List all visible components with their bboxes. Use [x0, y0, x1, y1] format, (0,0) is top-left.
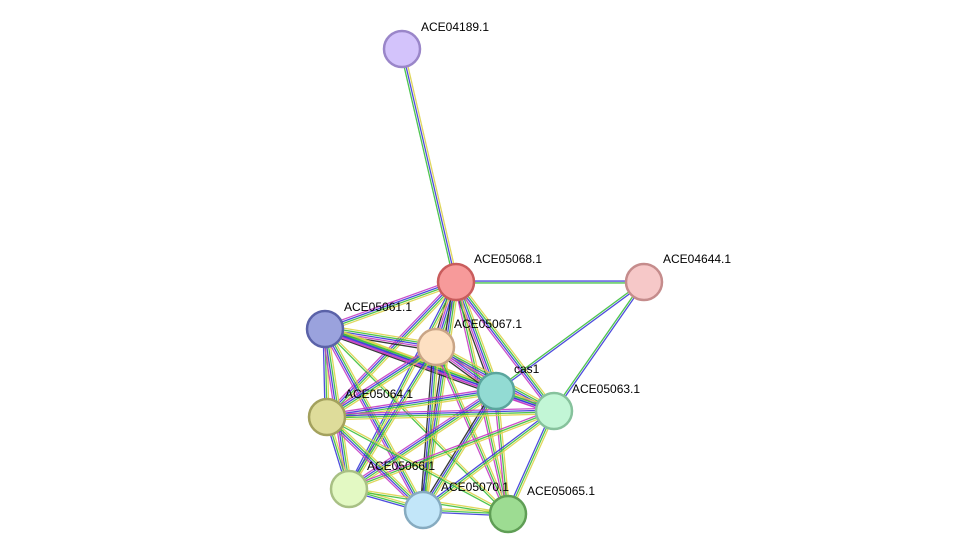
- edge-line: [327, 411, 555, 419]
- edge-line: [421, 408, 554, 510]
- edge-line: [454, 282, 554, 412]
- edge-line: [425, 347, 440, 511]
- node-label-ace05066-1: ACE05066.1: [367, 459, 435, 473]
- node-label-ace04189-1: ACE04189.1: [421, 20, 489, 34]
- node-label-ace04644-1: ACE04644.1: [663, 252, 731, 266]
- edge-line: [457, 279, 557, 410]
- node-label-ace05067-1: ACE05067.1: [454, 317, 522, 331]
- node-ace05066-1[interactable]: [329, 469, 369, 509]
- edge-ace05061-1-ace05065-1: [323, 327, 510, 516]
- edge-ace05063-1-ace05070-1: [421, 408, 556, 513]
- edge-ace05068-1-ace04644-1: [456, 280, 644, 284]
- edge-line: [326, 409, 554, 417]
- node-label-ace05065-1: ACE05065.1: [527, 484, 595, 498]
- edge-line: [325, 417, 423, 512]
- edge-line: [453, 283, 553, 414]
- edge-line: [423, 411, 556, 513]
- edge-line: [419, 346, 434, 510]
- node-ace04644-1[interactable]: [624, 262, 664, 302]
- edge-line: [324, 280, 456, 329]
- edge-ace05068-1-ace05061-1: [323, 278, 458, 333]
- edge-line: [349, 391, 497, 491]
- edge-line: [350, 347, 439, 491]
- edge-line: [326, 387, 496, 415]
- node-label-ace05068-1: ACE05068.1: [474, 252, 542, 266]
- edge-line: [328, 348, 438, 420]
- node-label-ace05063-1: ACE05063.1: [572, 382, 640, 396]
- edge-line: [346, 280, 455, 489]
- edge-line: [324, 279, 455, 416]
- edge-line: [347, 388, 495, 488]
- node-ace05064-1[interactable]: [307, 397, 347, 437]
- edge-line: [349, 412, 555, 492]
- edge-ace05067-1-ace05070-1: [419, 346, 440, 511]
- edge-line: [456, 281, 556, 411]
- edge-line: [325, 282, 457, 331]
- edge-line: [326, 345, 436, 417]
- edge-line: [435, 346, 509, 515]
- edge-line: [458, 280, 501, 390]
- node-ace05065-1[interactable]: [488, 494, 528, 534]
- edge-line: [326, 417, 508, 516]
- edge-ace05068-1-ace05063-1: [453, 279, 557, 414]
- edge-line: [325, 284, 458, 333]
- edge-line: [323, 329, 508, 516]
- nodes-layer: [305, 29, 664, 534]
- edge-ace05064-1-ace05065-1: [326, 415, 509, 516]
- edge-ace04189-1-ace05068-1: [399, 48, 459, 283]
- node-ace05061-1[interactable]: [305, 309, 345, 349]
- edge-line: [403, 48, 459, 282]
- edge-line: [552, 281, 644, 411]
- edge-line: [348, 389, 496, 489]
- edge-line: [327, 415, 425, 510]
- edge-line: [325, 327, 510, 514]
- edge-line: [420, 389, 495, 509]
- edge-line: [327, 415, 509, 514]
- edge-line: [457, 281, 499, 391]
- edge-line: [421, 346, 436, 510]
- edge-line: [346, 345, 435, 489]
- node-ace05070-1[interactable]: [403, 490, 443, 530]
- node-label-ace05064-1: ACE05064.1: [345, 387, 413, 401]
- edge-line: [325, 344, 435, 416]
- edge-line: [326, 389, 496, 417]
- edge-line: [423, 347, 438, 511]
- node-label-ace05061-1: ACE05061.1: [344, 300, 412, 314]
- node-cas1[interactable]: [476, 371, 516, 411]
- edge-line: [327, 413, 555, 421]
- edge-ace05067-1-ace05064-1: [325, 344, 438, 420]
- edge-line: [554, 282, 646, 412]
- edge-ace05063-1-ace05064-1: [326, 407, 555, 421]
- edge-line: [321, 330, 422, 512]
- edge-line: [422, 410, 555, 511]
- node-ace04189-1[interactable]: [382, 29, 422, 69]
- node-label-ace05070-1: ACE05070.1: [441, 480, 509, 494]
- node-ace05063-1[interactable]: [534, 391, 574, 431]
- edge-line: [399, 49, 455, 283]
- node-label-cas1: cas1: [514, 362, 540, 376]
- edge-line: [401, 48, 457, 283]
- edge-line: [326, 407, 554, 415]
- edges-layer: [321, 48, 646, 517]
- edge-line: [323, 329, 423, 511]
- edge-line: [348, 410, 555, 490]
- edge-line: [451, 283, 494, 393]
- node-ace05067-1[interactable]: [416, 327, 456, 367]
- edge-ace04644-1-ace05063-1: [552, 281, 646, 412]
- edge-line: [323, 278, 456, 327]
- edge-line: [328, 414, 426, 509]
- node-ace05068-1[interactable]: [436, 262, 476, 302]
- edge-line: [327, 347, 437, 419]
